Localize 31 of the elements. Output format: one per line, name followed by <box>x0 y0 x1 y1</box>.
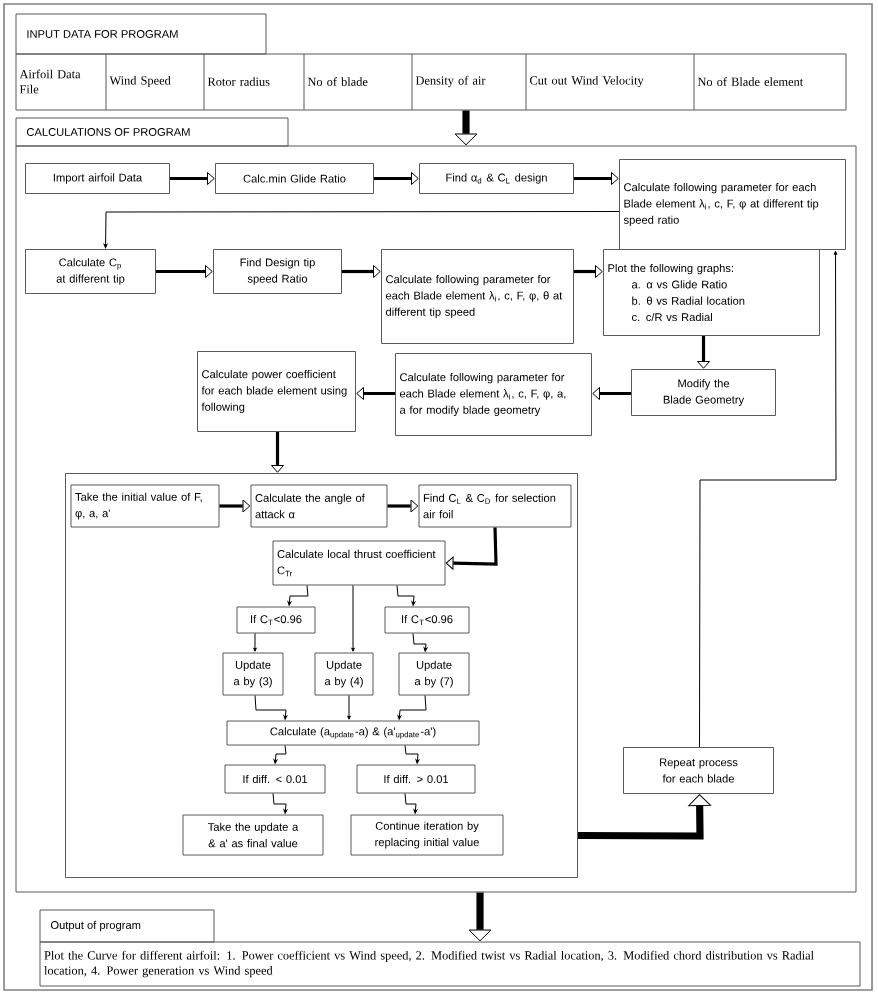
hollow-arrow <box>574 172 619 185</box>
hollow-arrow <box>697 336 710 369</box>
arrow <box>412 633 428 652</box>
arrow <box>396 585 416 606</box>
hollow-arrow <box>592 387 631 400</box>
hollow-arrow <box>454 110 478 146</box>
hollow-arrow <box>271 432 284 473</box>
hollow-arrow <box>170 172 215 185</box>
arrow <box>272 793 288 814</box>
hollow-arrow <box>445 527 498 570</box>
iteration-frame <box>65 473 578 878</box>
arrow <box>254 695 288 720</box>
hollow-arrow <box>468 892 492 942</box>
arrow <box>397 695 427 720</box>
hollow-arrow <box>374 172 419 185</box>
hollow-arrow <box>342 265 381 278</box>
arrow <box>253 633 257 652</box>
arrow <box>699 250 838 748</box>
hollow-arrow <box>356 387 395 400</box>
hollow-arrow <box>387 499 419 513</box>
arrow <box>273 745 287 764</box>
hollow-arrow <box>578 794 712 840</box>
hollow-arrow <box>574 265 603 278</box>
arrow <box>404 793 418 814</box>
hollow-arrow <box>156 265 213 278</box>
arrow <box>404 745 420 764</box>
arrow <box>287 585 309 606</box>
arrow <box>351 585 355 652</box>
arrow <box>103 211 620 249</box>
arrow <box>347 695 351 720</box>
hollow-arrow <box>219 499 251 513</box>
